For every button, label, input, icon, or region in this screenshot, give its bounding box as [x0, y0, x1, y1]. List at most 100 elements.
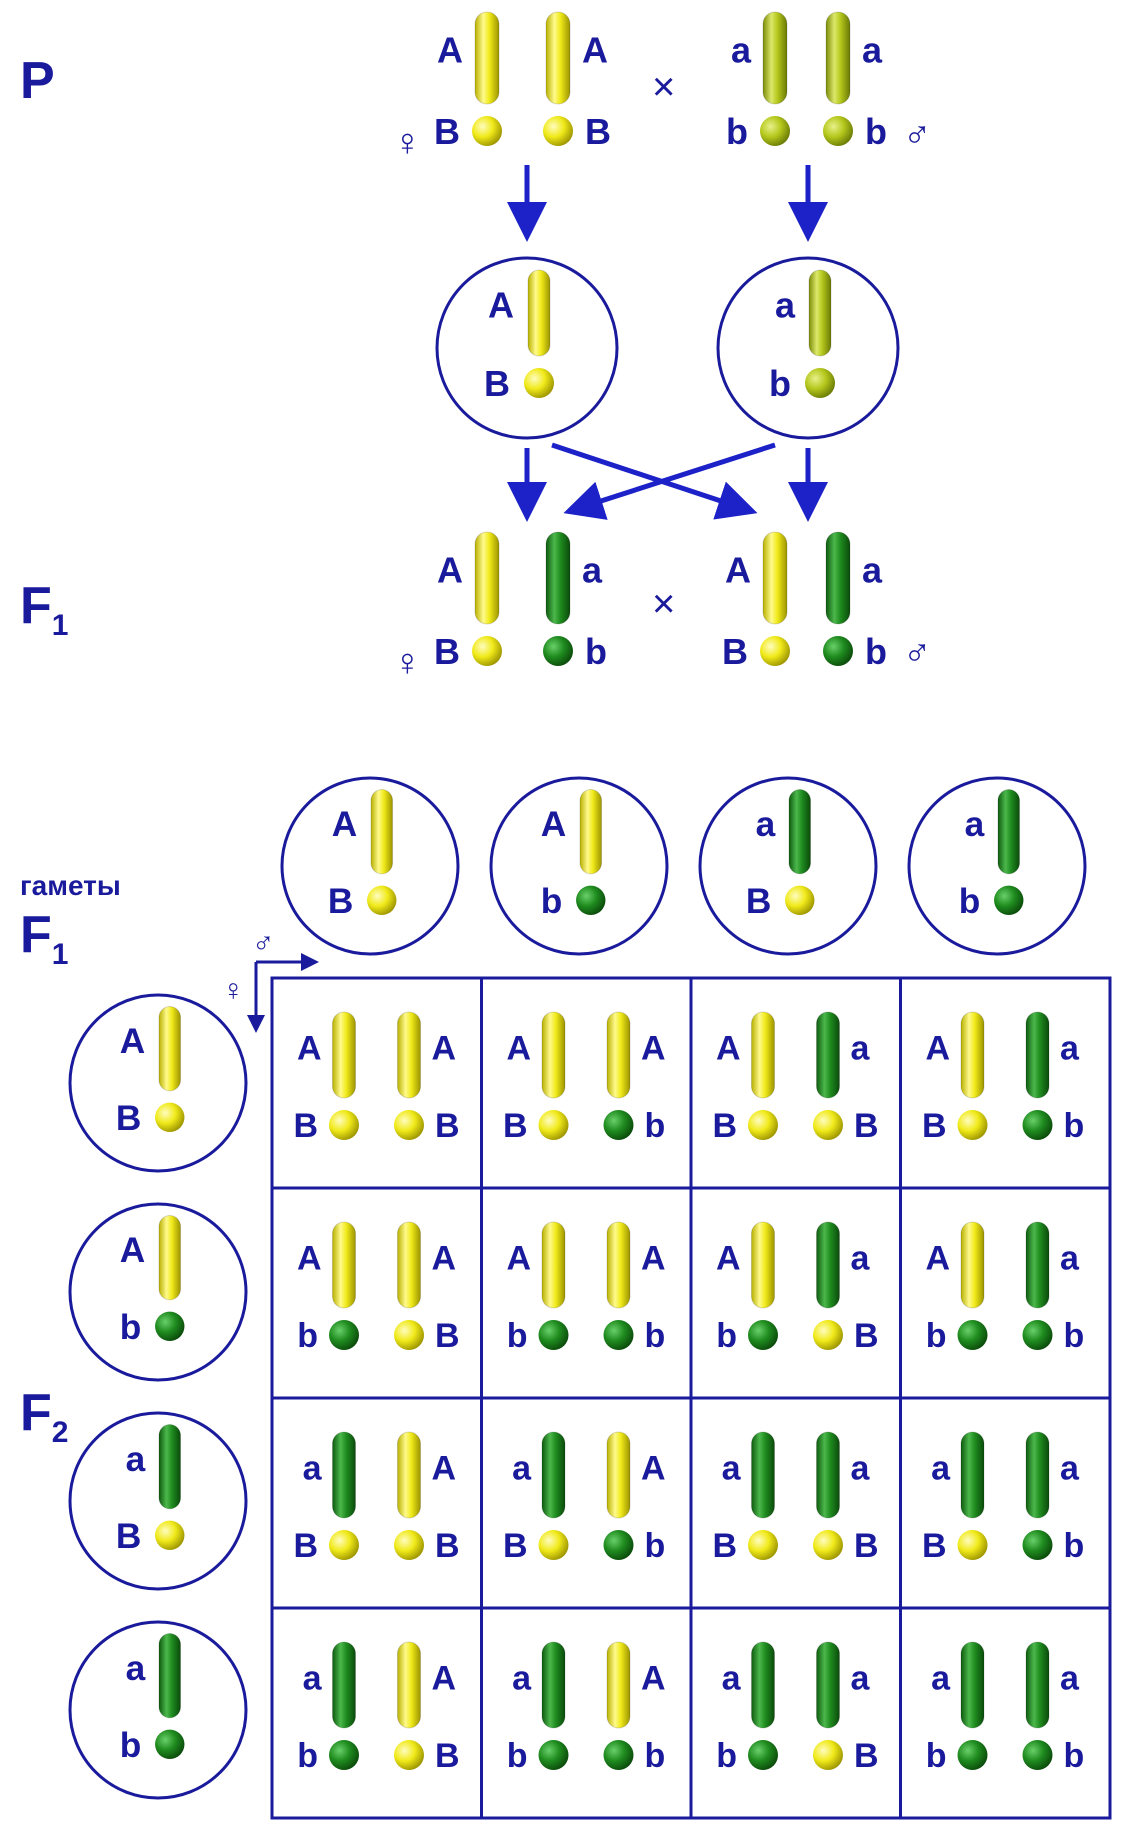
male-gamete-1-chromosome-locus [367, 885, 397, 915]
male-gamete-3-chromosome-locus [785, 885, 815, 915]
punnett-cell-male-chromosome-gene1-label: a [1060, 1449, 1080, 1487]
label-gametes-f1: F1 [20, 906, 68, 971]
female-symbol-grid: ♀ [222, 974, 245, 1007]
punnett-cell-female-chromosome-gene1-label: a [931, 1449, 951, 1487]
p-male-chromosome-2-gene1-label: a [862, 30, 883, 71]
punnett-cell-female-chromosome-rod [541, 1221, 566, 1309]
female-gamete-2-chromosome-gene2-label: b [120, 1308, 142, 1347]
punnett-cell-female-chromosome-locus [329, 1530, 359, 1560]
parent-gamete-female [435, 256, 619, 440]
punnett-cell-male-chromosome-locus [813, 1740, 843, 1770]
punnett-cell-female-chromosome-locus [957, 1110, 988, 1140]
punnett-cell-male-chromosome-gene1-label: A [432, 1659, 457, 1697]
punnett-cell-male-chromosome-gene2-label: B [854, 1527, 879, 1565]
punnett-cell-male-chromosome-gene1-label: A [432, 1449, 457, 1487]
punnett-cell-female-chromosome-rod [751, 1011, 775, 1099]
punnett-cell-male-chromosome-gene2-label: b [1064, 1107, 1085, 1145]
punnett-cell-male-chromosome-locus [1022, 1530, 1053, 1560]
punnett-cell-female-chromosome-rod [332, 1011, 356, 1099]
female-gamete-1-chromosome-gene1-label: A [120, 1022, 145, 1061]
punnett-cell-female-chromosome-gene2-label: B [503, 1527, 528, 1565]
punnett-cell-male-chromosome-gene2-label: b [645, 1317, 666, 1355]
female-gamete-4-chromosome-gene2-label: b [120, 1726, 142, 1765]
punnett-cell-female-chromosome-locus [748, 1530, 778, 1560]
punnett-cell-male-chromosome-rod [1025, 1431, 1050, 1519]
punnett-cell-female-chromosome-locus [538, 1530, 569, 1560]
punnett-cell-male-chromosome-gene1-label: A [432, 1239, 457, 1277]
male-gamete-4-chromosome-gene2-label: b [959, 882, 981, 921]
male-symbol-grid: ♂ [252, 926, 275, 959]
punnett-cell-female-chromosome-gene2-label: B [922, 1107, 947, 1145]
male-gamete-2-chromosome-gene2-label: b [541, 882, 563, 921]
punnett-cell [270, 1396, 483, 1610]
punnett-cell-female-chromosome-rod [751, 1221, 775, 1309]
punnett-cell-male-chromosome-gene2-label: B [435, 1527, 460, 1565]
punnett-cell-male-chromosome-gene2-label: B [435, 1737, 460, 1775]
punnett-cell [689, 1396, 902, 1610]
p-male-chromosome-1-rod [762, 11, 788, 105]
f1-female-chromosome-1-gene1-label: A [437, 550, 463, 591]
punnett-cell-female-chromosome-locus [748, 1740, 778, 1770]
punnett-cell-female-chromosome-gene1-label: a [931, 1659, 951, 1697]
punnett-cell-male-chromosome-gene1-label: a [1060, 1029, 1080, 1067]
punnett-cell-female-chromosome-gene1-label: a [303, 1449, 323, 1487]
punnett-cell-male-chromosome-rod [397, 1221, 421, 1309]
p-female-chromosome-1-locus [472, 116, 502, 146]
punnett-cell-female-chromosome-gene1-label: A [506, 1239, 531, 1277]
female-gamete-1-chromosome-locus [155, 1102, 185, 1133]
female-gamete-4-chromosome-rod [158, 1633, 182, 1719]
punnett-cell-female-chromosome-locus [329, 1110, 359, 1140]
punnett-cell-male-chromosome-locus [394, 1320, 424, 1350]
f1-male-chromosome-1-locus [760, 636, 790, 666]
label-gametes-f1-letter: F [20, 906, 52, 964]
female-gamete-3 [68, 1411, 248, 1591]
punnett-cell-female-chromosome-gene2-label: B [293, 1527, 318, 1565]
punnett-cell-female-chromosome-gene2-label: b [507, 1317, 528, 1355]
punnett-cell-male-chromosome-gene1-label: A [641, 1449, 666, 1487]
punnett-cell-male-chromosome-rod [1025, 1221, 1050, 1309]
punnett-cell-male-chromosome-rod [606, 1431, 631, 1519]
punnett-cell-male-chromosome-locus [394, 1530, 424, 1560]
p-male-chromosome-2-gene2-label: b [865, 111, 887, 152]
male-gamete-4 [907, 776, 1087, 956]
f1-female-chromosome-2-locus [543, 636, 573, 666]
cross-symbol-f1: × [652, 582, 675, 626]
p-female-chromosome-2-locus [543, 116, 573, 146]
punnett-cell-male-chromosome-gene1-label: a [851, 1239, 871, 1277]
male-gamete-4-chromosome-gene1-label: a [965, 805, 985, 844]
punnett-cell [480, 1186, 693, 1400]
punnett-cell [899, 1606, 1112, 1820]
punnett-cell-male-chromosome-rod [1025, 1641, 1050, 1729]
punnett-cell-male-chromosome-gene2-label: b [645, 1107, 666, 1145]
male-gamete-4-chromosome-locus [994, 885, 1024, 915]
punnett-cell [899, 1186, 1112, 1400]
male-gamete-1-chromosome-gene2-label: B [328, 882, 353, 921]
f1-female-chromosome-1-rod [474, 531, 500, 625]
punnett-cell-male-chromosome-gene2-label: B [854, 1107, 879, 1145]
female-gamete-1-chromosome-rod [158, 1006, 182, 1092]
parent-gamete-female-chromosome-gene2-label: B [484, 363, 510, 404]
punnett-cell-male-chromosome-locus [603, 1320, 634, 1350]
f1-female-chromosome-2-gene2-label: b [585, 631, 607, 672]
dynamic-content: ABABababABabABabABabABAbaBabABAbaBabABAB… [68, 11, 1112, 1820]
punnett-cell-male-chromosome-rod [1025, 1011, 1050, 1099]
f1-male-chromosome-1-gene2-label: B [722, 631, 748, 672]
label-p: P [20, 52, 55, 110]
punnett-cell-female-chromosome-rod [332, 1641, 356, 1729]
male-symbol-f1: ♂ [903, 631, 932, 673]
label-f1-letter: F [20, 577, 52, 635]
punnett-cell-female-chromosome-rod [332, 1431, 356, 1519]
male-gamete-2-chromosome-rod [579, 789, 603, 875]
punnett-cell-female-chromosome-gene2-label: b [926, 1317, 947, 1355]
punnett-cell-male-chromosome-gene1-label: a [851, 1449, 871, 1487]
f1-female-chromosome-1-locus [472, 636, 502, 666]
arrow-gamete-female-to-f1-male [551, 442, 758, 520]
male-gamete-1-chromosome-rod [370, 789, 394, 875]
female-gamete-2-chromosome-locus [155, 1311, 185, 1342]
male-symbol-p: ♂ [903, 113, 932, 155]
female-gamete-2 [68, 1202, 248, 1382]
p-female-chromosome-2-gene2-label: B [585, 111, 611, 152]
female-gamete-3-chromosome-gene1-label: a [126, 1440, 146, 1479]
male-gamete-3-chromosome-gene1-label: a [756, 805, 776, 844]
punnett-cell-female-chromosome-rod [960, 1431, 985, 1519]
